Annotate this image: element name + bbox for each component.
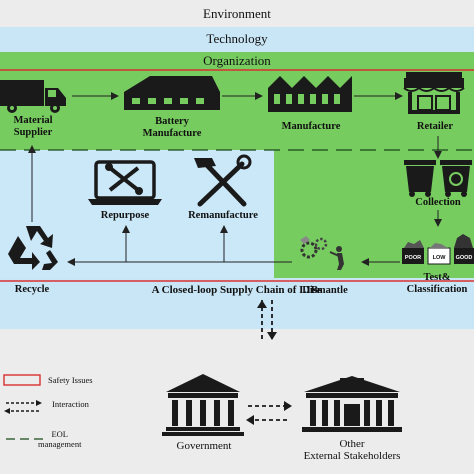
label-dismantle: Dismantle: [302, 285, 348, 296]
government-building-icon: [162, 374, 244, 436]
label-manufacture: Manufacture: [281, 121, 341, 132]
label-remanufacture: Remanufacture: [188, 210, 258, 221]
stakeholders-building-icon: [302, 376, 402, 432]
legend-interaction-label: Interaction: [52, 399, 89, 409]
label-other-stakeholders: Other External Stakeholders: [303, 438, 401, 462]
retailer-store-icon: [403, 72, 465, 114]
legend-interaction-swatch: [4, 400, 42, 414]
recycle-icon: [8, 226, 58, 270]
environment-label: Environment: [203, 6, 271, 21]
sorting-bins-icon: [402, 234, 474, 265]
laptop-tools-icon: [88, 160, 162, 205]
label-government: Government: [176, 440, 232, 452]
label-material-supplier: Material Supplier: [13, 115, 53, 138]
label-test-classification: Test& Classification: [406, 272, 468, 295]
dismantle-icon: [300, 236, 344, 270]
interaction-arrows-horizontal: [246, 401, 292, 425]
eol-management-box: [0, 150, 274, 278]
label-repurpose: Repurpose: [100, 210, 150, 221]
manufacture-building-icon: [268, 76, 352, 112]
truck-icon: [0, 80, 66, 113]
legend-eol-label: EOL management: [38, 429, 82, 449]
hammer-wrench-icon: [194, 154, 252, 207]
recycling-bins-icon: [404, 160, 472, 197]
label-retailer: Retailer: [416, 121, 454, 132]
bin-label-good: GOOD: [456, 255, 473, 261]
label-recycle: Recycle: [14, 284, 50, 295]
bin-label-low: LOW: [433, 255, 447, 261]
label-battery-manufacture: Battery Manufacture: [142, 116, 202, 139]
battery-factory-icon: [124, 76, 220, 110]
legend-safety-label: Safety Issues: [48, 375, 93, 385]
technology-label: Technology: [206, 31, 268, 46]
label-collection: Collection: [415, 197, 461, 208]
diagram-caption: A Closed-loop Supply Chain of LIBs: [151, 284, 323, 296]
organization-label: Organization: [203, 53, 271, 68]
bin-label-poor: POOR: [405, 255, 421, 261]
interaction-arrows-vertical: [257, 300, 277, 340]
legend-safety-swatch: [3, 374, 41, 386]
